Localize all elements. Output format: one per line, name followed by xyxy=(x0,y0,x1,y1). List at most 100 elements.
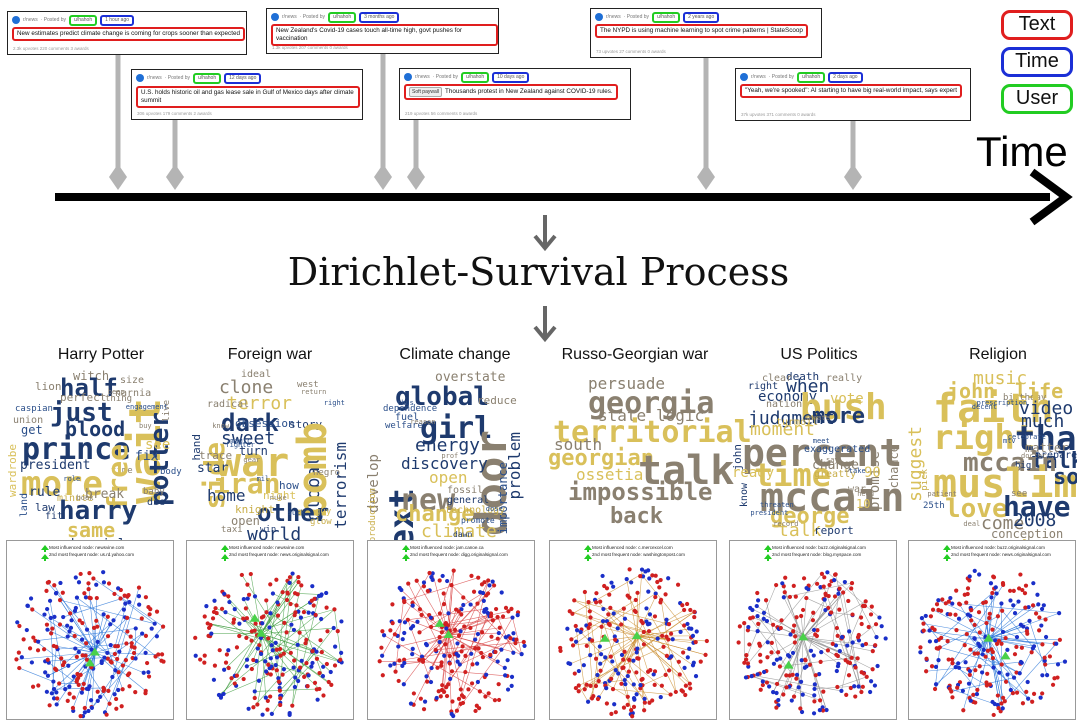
graph-node xyxy=(775,658,779,662)
graph-node xyxy=(827,583,831,587)
subreddit-name[interactable]: r/news xyxy=(751,74,766,80)
graph-node xyxy=(80,638,84,642)
wordcloud-word: 10 xyxy=(856,498,870,510)
graph-node xyxy=(956,661,960,665)
post-title[interactable]: "Yeah, we're spooked": AI starting to ha… xyxy=(740,84,962,98)
graph-node xyxy=(46,674,50,678)
wordcloud-word: baby xyxy=(143,488,165,497)
graph-node xyxy=(818,698,822,702)
subreddit-name[interactable]: r/news xyxy=(282,14,297,20)
graph-node xyxy=(558,649,562,653)
graph-node xyxy=(1001,706,1005,710)
graph-node xyxy=(160,652,164,656)
graph-node xyxy=(71,706,75,710)
subreddit-name[interactable]: r/news xyxy=(147,75,162,81)
graph-node xyxy=(497,682,501,686)
graph-node xyxy=(644,606,648,610)
graph-node xyxy=(251,658,255,662)
graph-node xyxy=(440,683,444,687)
post-user[interactable]: u/hahoh xyxy=(652,12,680,23)
wordcloud-word: meet xyxy=(813,438,830,445)
network-graph-religion: Most influenced node: buzz.originalsigna… xyxy=(908,540,1076,720)
post-title[interactable]: New estimates predict climate change is … xyxy=(12,27,245,41)
graph-node xyxy=(694,640,698,644)
graph-node xyxy=(43,670,47,674)
graph-node xyxy=(1045,673,1049,677)
graph-node xyxy=(402,631,406,635)
graph-node xyxy=(212,599,216,603)
subreddit-logo-icon xyxy=(404,73,412,81)
graph-node xyxy=(213,606,217,610)
graph-node xyxy=(792,623,796,627)
legend-node-icon xyxy=(584,545,592,561)
graph-node xyxy=(646,622,650,626)
graph-node xyxy=(15,620,19,624)
graph-node xyxy=(396,644,400,648)
graph-node xyxy=(81,687,85,691)
graph-node xyxy=(812,693,816,697)
graph-node xyxy=(137,594,141,598)
graph-node xyxy=(434,648,438,652)
post-title[interactable]: The NYPD is using machine learning to sp… xyxy=(595,24,808,38)
graph-node xyxy=(936,598,940,602)
graph-node xyxy=(703,653,707,657)
graph-node xyxy=(678,630,682,634)
graph-node xyxy=(307,673,311,677)
graph-node xyxy=(397,658,401,662)
graph-node xyxy=(634,670,638,674)
wordcloud-word: land xyxy=(20,493,30,517)
graph-node xyxy=(658,600,662,604)
graph-node xyxy=(1032,692,1036,696)
post-title[interactable]: New Zealand's Covid-19 cases touch all-t… xyxy=(271,24,498,46)
graph-legend: Most influenced node: buzz.originalsigna… xyxy=(951,544,1051,558)
graph-node xyxy=(339,651,343,655)
subreddit-name[interactable]: r/news xyxy=(415,74,430,80)
graph-node xyxy=(856,635,860,639)
graph-node xyxy=(990,591,994,595)
wordcloud-word: guy xyxy=(315,508,331,517)
graph-node xyxy=(274,578,278,582)
post-user[interactable]: u/hahoh xyxy=(797,72,825,83)
post-user[interactable]: u/hahoh xyxy=(193,73,221,84)
subreddit-name[interactable]: r/news xyxy=(606,14,621,20)
graph-node xyxy=(946,639,950,643)
post-stats: 73 upvotes 27 comments 0 awards xyxy=(596,49,666,54)
graph-node xyxy=(762,611,766,615)
subreddit-name[interactable]: r/news xyxy=(23,17,38,23)
graph-node xyxy=(455,641,459,645)
graph-node xyxy=(223,610,227,614)
graph-node xyxy=(585,683,589,687)
timeline-marker xyxy=(109,164,127,190)
graph-node xyxy=(661,645,665,649)
graph-node xyxy=(931,608,935,612)
post-title[interactable]: U.S. holds historic oil and gas lease sa… xyxy=(136,86,360,108)
graph-node xyxy=(1058,638,1062,642)
second-frequent-node: 2nd most frequent node: washingtonpost.c… xyxy=(592,551,685,558)
graph-node xyxy=(278,696,282,700)
graph-node xyxy=(246,597,250,601)
graph-node xyxy=(276,614,280,618)
graph-node xyxy=(791,629,795,633)
post-user[interactable]: u/hahoh xyxy=(328,12,356,23)
graph-node xyxy=(84,595,88,599)
graph-node xyxy=(647,576,651,580)
graph-node xyxy=(378,659,382,663)
graph-node xyxy=(120,704,124,708)
graph-node xyxy=(588,653,592,657)
graph-node xyxy=(50,691,54,695)
graph-edge xyxy=(585,612,695,689)
post-stats: 2.3k upvotes 220 comments 3 awards xyxy=(13,46,89,51)
graph-node xyxy=(274,663,278,667)
post-user[interactable]: u/hahoh xyxy=(69,15,97,26)
graph-node xyxy=(320,592,324,596)
post-user[interactable]: u/hahoh xyxy=(461,72,489,83)
graph-legend: Most influenced node: buzz.originalsigna… xyxy=(772,544,866,558)
graph-node xyxy=(232,617,236,621)
